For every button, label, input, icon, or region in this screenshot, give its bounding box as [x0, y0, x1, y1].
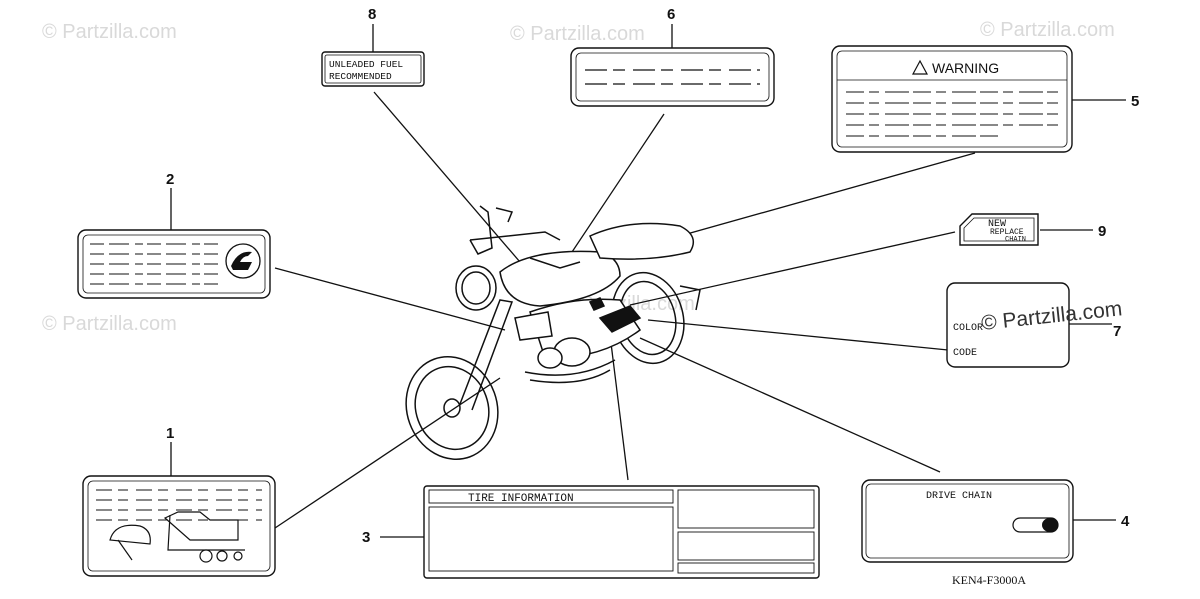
unleaded-line1: UNLEADED FUEL — [329, 59, 403, 70]
chain-tool-icon — [1012, 517, 1059, 533]
label-1 — [82, 475, 276, 577]
watermark-mid-left: © Partzilla.com — [42, 313, 177, 335]
label-3-tire-information: TIRE INFORMATION — [423, 485, 820, 579]
watermark-top-right: © Partzilla.com — [980, 19, 1115, 41]
callout-1: 1 — [166, 425, 174, 442]
unleaded-line2: RECOMMENDED — [329, 71, 392, 82]
callout-5: 5 — [1131, 93, 1139, 110]
new-text: NEW — [988, 219, 1006, 230]
chain-text: CHAIN — [1005, 236, 1026, 244]
callout-7: 7 — [1113, 323, 1121, 340]
callout-3: 3 — [362, 529, 370, 546]
label-6 — [570, 47, 775, 107]
honda-wing-logo — [225, 243, 261, 279]
callout-4: 4 — [1121, 513, 1130, 530]
callout-8: 8 — [368, 6, 376, 23]
warning-triangle-icon — [911, 59, 929, 75]
reference-code: KEN4-F3000A — [952, 573, 1026, 587]
label-9-new-replace-chain: NEW REPLACE CHAIN — [959, 213, 1039, 246]
label-8-unleaded-fuel: UNLEADED FUEL RECOMMENDED — [321, 51, 425, 87]
motorcycle-drawing — [405, 205, 701, 460]
tire-information-title: TIRE INFORMATION — [468, 493, 574, 505]
callout-9: 9 — [1098, 223, 1106, 240]
replace-text: REPLACE — [990, 228, 1024, 237]
drive-chain-text: DRIVE CHAIN — [926, 491, 992, 502]
label-2 — [77, 229, 271, 299]
label-4-drive-chain: DRIVE CHAIN — [861, 479, 1074, 563]
color-text: COLOR — [953, 323, 983, 334]
label-7-color-code: COLOR CODE — [946, 282, 1070, 368]
code-text: CODE — [953, 348, 977, 359]
warning-text: WARNING — [932, 60, 999, 76]
chain-adjust-illustration — [109, 511, 245, 563]
watermark-top-center: © Partzilla.com — [510, 23, 645, 45]
callout-6: 6 — [667, 6, 675, 23]
callout-2: 2 — [166, 171, 174, 188]
label-5-warning: WARNING — [831, 45, 1073, 153]
watermark-top-left: © Partzilla.com — [42, 21, 177, 43]
